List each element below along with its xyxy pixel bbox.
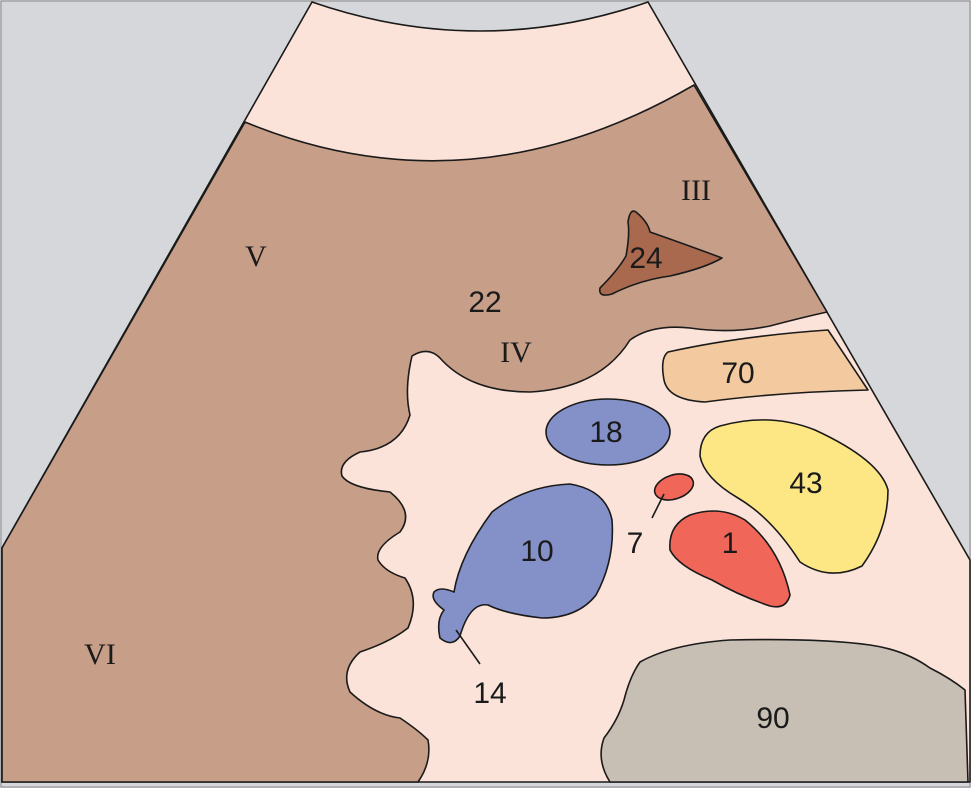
region-70 [661, 329, 869, 403]
label-10: 10 [520, 535, 553, 568]
label-18: 18 [589, 416, 622, 449]
liver-region [1, 84, 828, 783]
label-43: 43 [789, 467, 822, 500]
region-24 [598, 210, 723, 296]
label-90: 90 [756, 702, 789, 735]
label-70: 70 [721, 357, 754, 390]
vessel-10 [432, 483, 614, 644]
label-7: 7 [627, 527, 644, 560]
vessel-7 [653, 473, 695, 501]
segment-III: III [681, 174, 711, 207]
segment-IV: IV [500, 336, 532, 369]
pointer-14 [455, 629, 481, 665]
pointer-7 [651, 493, 665, 519]
label-1: 1 [722, 527, 739, 560]
segment-V: V [245, 240, 267, 273]
region-43 [699, 419, 889, 574]
label-14: 14 [473, 677, 506, 710]
region-90 [600, 638, 969, 783]
segment-VI: VI [84, 638, 116, 671]
label-22: 22 [468, 286, 501, 319]
label-24: 24 [629, 242, 662, 275]
vessel-18 [545, 398, 671, 466]
vessel-1 [669, 510, 791, 608]
